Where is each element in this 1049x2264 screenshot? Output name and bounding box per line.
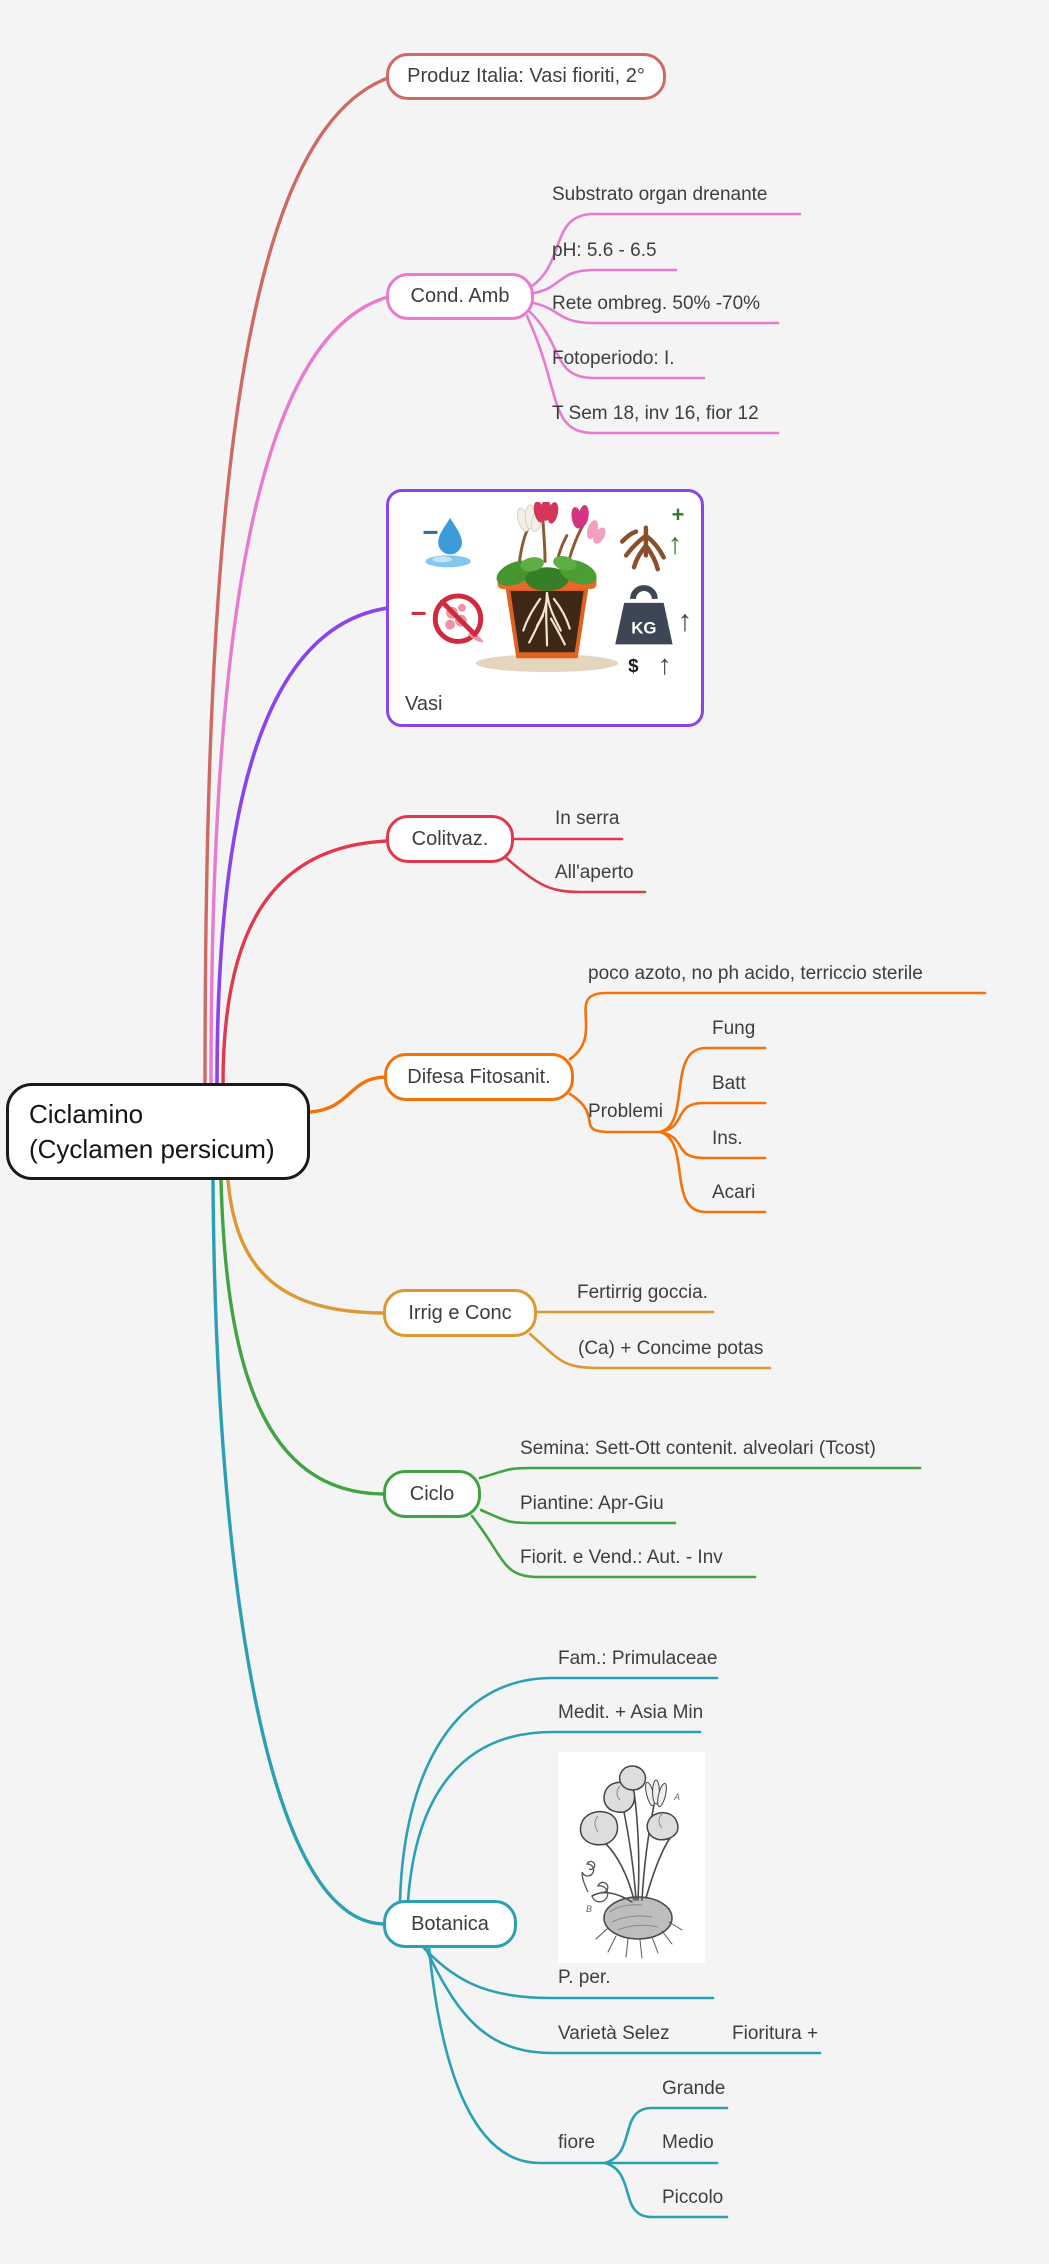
leaf-ins[interactable]: Ins. — [712, 1128, 743, 1149]
leaf-rete-ombreggiante[interactable]: Rete ombreg. 50% -70% — [552, 293, 761, 314]
node-root-ciclamino[interactable]: Ciclamino (Cyclamen persicum) — [6, 1083, 310, 1180]
leaf-fiore-medio[interactable]: Medio — [662, 2132, 714, 2153]
node-difesa-fitosanit[interactable]: Difesa Fitosanit. — [384, 1053, 574, 1101]
leaf-piantine[interactable]: Piantine: Apr-Giu — [520, 1493, 664, 1514]
edge-cond-amb-substrato — [530, 212, 802, 288]
edge-cond-amb-rete — [532, 301, 780, 325]
edge-problemi-ins — [658, 1130, 767, 1160]
edge-cond-amb-temperature — [525, 314, 780, 435]
edge-botanica-famiglia — [398, 1676, 719, 1903]
node-ciclo-label: Ciclo — [409, 1482, 455, 1505]
sketch-label-b: B — [586, 1904, 592, 1914]
edge-ciclo-fioritura — [470, 1514, 757, 1579]
edge-root-vasi — [215, 606, 390, 1086]
node-produz-italia-label: Produz Italia: Vasi fioriti, 2° — [407, 65, 645, 87]
edge-problemi-batt — [658, 1101, 767, 1134]
edge-cond-amb-fotoperiodo — [528, 310, 706, 380]
edge-ciclo-semina — [478, 1466, 922, 1480]
node-produz-italia[interactable]: Produz Italia: Vasi fioriti, 2° — [386, 53, 666, 100]
svg-text:−: − — [411, 598, 427, 629]
leaf-temperature[interactable]: T Sem 18, inv 16, fior 12 — [552, 403, 759, 424]
edge-botanica-areale — [406, 1730, 702, 1903]
price-up-icon: $ ↑ — [628, 649, 672, 680]
edge-ciclo-piantine — [479, 1508, 677, 1525]
sketch-label-a: A — [673, 1792, 680, 1802]
node-colitvaz-label: Colitvaz. — [411, 827, 489, 850]
leaf-fiore-grande[interactable]: Grande — [662, 2078, 726, 2099]
edge-root-colitvaz — [221, 839, 390, 1086]
edge-botanica-perenne — [418, 1942, 715, 2000]
svg-text:−: − — [422, 517, 438, 548]
svg-text:↑: ↑ — [668, 527, 683, 560]
edge-root-produz — [203, 76, 390, 1086]
cyclamen-flowers — [496, 502, 606, 591]
leaf-fertirrig[interactable]: Fertirrig goccia. — [577, 1282, 708, 1303]
node-botanica-label: Botanica — [411, 1912, 489, 1935]
edge-problemi-acari — [658, 1130, 767, 1214]
leaf-concime[interactable]: (Ca) + Concime potas — [578, 1338, 764, 1359]
leaf-pianta-perenne[interactable]: P. per. — [558, 1967, 611, 1988]
leaf-fung[interactable]: Fung — [712, 1018, 756, 1039]
svg-text:+: + — [672, 502, 685, 527]
node-irrig-e-conc[interactable]: Irrig e Conc — [383, 1289, 537, 1337]
node-colitvaz[interactable]: Colitvaz. — [386, 815, 514, 863]
edge-fiore-grande — [603, 2106, 729, 2165]
botanical-illustration[interactable]: A B — [558, 1752, 705, 1963]
edge-root-botanica — [211, 1178, 387, 1926]
cyclamen-botanical-sketch: A B — [558, 1752, 705, 1963]
leaf-varieta-selez[interactable]: Varietà Selez — [558, 2023, 670, 2044]
edge-difesa-regola — [568, 991, 987, 1061]
leaf-areale[interactable]: Medit. + Asia Min — [558, 1702, 704, 1723]
edge-root-difesa — [309, 1075, 388, 1114]
leaf-fotoperiodo[interactable]: Fotoperiodo: I. — [552, 348, 675, 369]
weight-kg-icon: KG ↑ — [615, 585, 693, 645]
node-vasi-image[interactable]: − − + — [386, 489, 704, 727]
node-cond-amb[interactable]: Cond. Amb — [386, 273, 534, 320]
edge-root-cond-amb — [209, 295, 390, 1086]
pot-shadow — [475, 654, 619, 673]
vasi-illustration: − − + — [411, 502, 693, 680]
edge-fiore-piccolo — [603, 2161, 729, 2219]
edge-root-irrig — [226, 1178, 387, 1315]
svg-text:$: $ — [628, 655, 639, 676]
leaf-acari[interactable]: Acari — [712, 1182, 756, 1203]
leaf-regola-substrato[interactable]: poco azoto, no ph acido, terriccio steri… — [588, 963, 923, 984]
svg-text:↑: ↑ — [658, 649, 672, 680]
leaf-fiore-piccolo[interactable]: Piccolo — [662, 2187, 724, 2208]
node-botanica[interactable]: Botanica — [383, 1900, 517, 1948]
leaf-all-aperto[interactable]: All'aperto — [555, 862, 634, 883]
leaf-fioritura-plus[interactable]: Fioritura + — [732, 2023, 819, 2044]
edge-botanica-fiore — [427, 1946, 607, 2165]
edge-root-ciclo — [219, 1178, 387, 1496]
edge-colitvaz-aperto — [503, 855, 647, 894]
sketch-flower — [645, 1779, 667, 1808]
node-difesa-label: Difesa Fitosanit. — [407, 1065, 551, 1088]
node-irrig-label: Irrig e Conc — [408, 1301, 512, 1324]
edge-irrig-concime — [528, 1332, 772, 1370]
edge-problemi-fung — [658, 1046, 767, 1134]
node-ciclo[interactable]: Ciclo — [383, 1470, 481, 1518]
leaf-in-serra[interactable]: In serra — [555, 808, 620, 829]
leaf-fiore[interactable]: fiore — [558, 2132, 595, 2153]
root-title-line2: (Cyclamen persicum) — [29, 1133, 275, 1164]
node-cond-amb-label: Cond. Amb — [410, 285, 510, 307]
edge-difesa-problemi — [568, 1092, 662, 1134]
node-vasi-label: Vasi — [405, 693, 443, 715]
less-water-icon: − — [422, 517, 471, 568]
leaf-ph[interactable]: pH: 5.6 - 6.5 — [552, 240, 657, 261]
leaf-fioritura-vendita[interactable]: Fiorit. e Vend.: Aut. - Inv — [520, 1547, 723, 1568]
svg-text:↑: ↑ — [678, 605, 693, 638]
leaf-problemi[interactable]: Problemi — [588, 1101, 663, 1122]
more-roots-icon: + ↑ — [619, 502, 685, 572]
no-fungus-icon: − — [411, 593, 484, 644]
leaf-substrato[interactable]: Substrato organ drenante — [552, 184, 768, 205]
leaf-famiglia[interactable]: Fam.: Primulaceae — [558, 1648, 718, 1669]
edge-botanica-varieta — [423, 1945, 822, 2055]
leaf-semina[interactable]: Semina: Sett-Ott contenit. alveolari (Tc… — [520, 1438, 876, 1459]
leaf-batt[interactable]: Batt — [712, 1073, 746, 1094]
root-title-line1: Ciclamino — [29, 1099, 144, 1130]
svg-text:KG: KG — [631, 619, 656, 638]
edge-cond-amb-ph — [532, 268, 678, 295]
